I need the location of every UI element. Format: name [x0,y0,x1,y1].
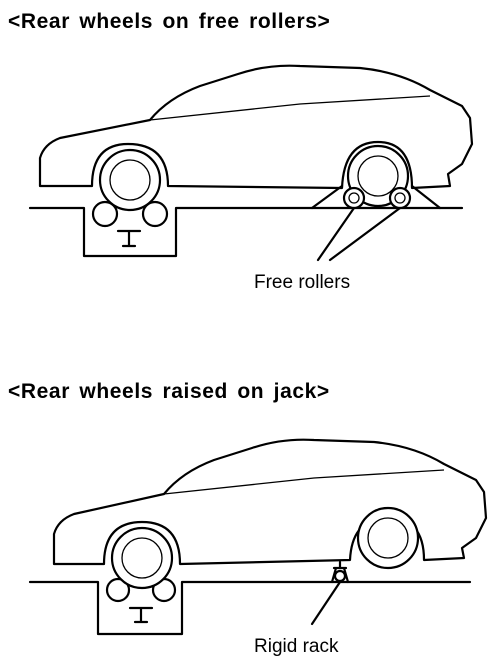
free-rollers-diagram: Free rollers [28,64,474,293]
ground-line [28,206,464,258]
wheel-icon [110,526,174,590]
dynamometer-pit-icon [91,200,169,248]
dynamometer-pit-icon [105,577,177,624]
wheel-icon [356,506,420,570]
car-outline-icon [52,438,488,566]
section-heading-free-rollers: <Rear wheels on free rollers> [8,10,331,33]
raised-on-jack-diagram: Rigid rack [28,438,488,657]
callout-leader-lines [310,580,342,626]
callout-free-rollers: Free rollers [254,272,350,293]
wheel-icon [98,148,162,212]
rigid-rack-icon [330,560,350,584]
callout-rigid-rack: Rigid rack [254,636,339,657]
section-heading-raised-on-jack: <Rear wheels raised on jack> [8,380,330,403]
car-outline-icon [38,64,474,190]
ground-line [28,580,472,636]
callout-leader-lines [316,206,402,262]
roller-ramp [310,184,442,210]
roller-icon [342,186,412,210]
